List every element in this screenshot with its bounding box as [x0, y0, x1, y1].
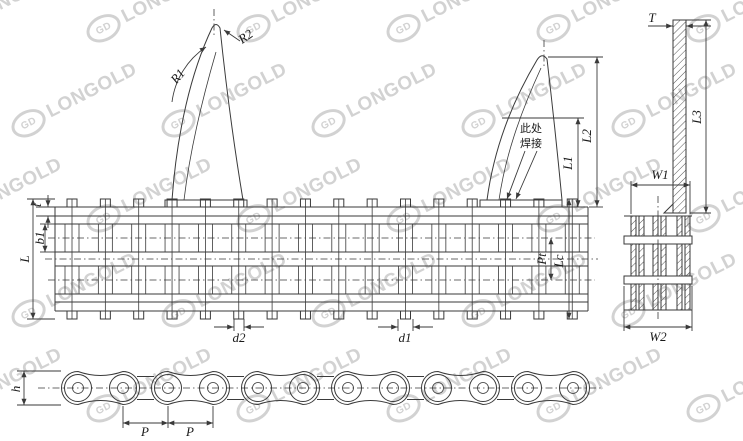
dim-label-pt: Pt — [534, 253, 549, 266]
chain-side-view — [38, 370, 602, 406]
dim-label-l3: L3 — [689, 110, 704, 125]
attachment-plate-1 — [164, 9, 248, 208]
dim-label-lc: Lc — [551, 254, 566, 268]
dim-label-l2: L2 — [579, 129, 594, 144]
dim-label-t: t — [29, 203, 44, 207]
dim-label-T: T — [648, 10, 656, 25]
dimension-annotations — [17, 19, 711, 428]
attachment-plate-2 — [479, 40, 563, 208]
attachment-section-view — [623, 19, 693, 322]
dim-label-b1: b1 — [32, 232, 47, 245]
dim-label-p2: P — [185, 424, 194, 439]
weld-note-line2: 焊接 — [520, 136, 542, 150]
dim-label-h: h — [8, 386, 23, 393]
dim-label-w1: W1 — [651, 167, 668, 182]
dimension-labels: R1 R2 L1 L2 此处 焊接 t b1 L Pt Lc d2 d1 T L… — [8, 10, 704, 439]
chain-top-view — [45, 198, 598, 320]
weld-note-line1: 此处 — [520, 122, 542, 135]
dim-label-l1: L1 — [560, 156, 575, 171]
dim-label-w2: W2 — [649, 329, 667, 344]
dim-label-d2: d2 — [233, 330, 247, 345]
dim-label-l: L — [17, 255, 32, 263]
dim-label-p1: P — [140, 424, 149, 439]
dim-label-r2: R2 — [234, 26, 256, 47]
dim-label-d1: d1 — [399, 330, 412, 345]
